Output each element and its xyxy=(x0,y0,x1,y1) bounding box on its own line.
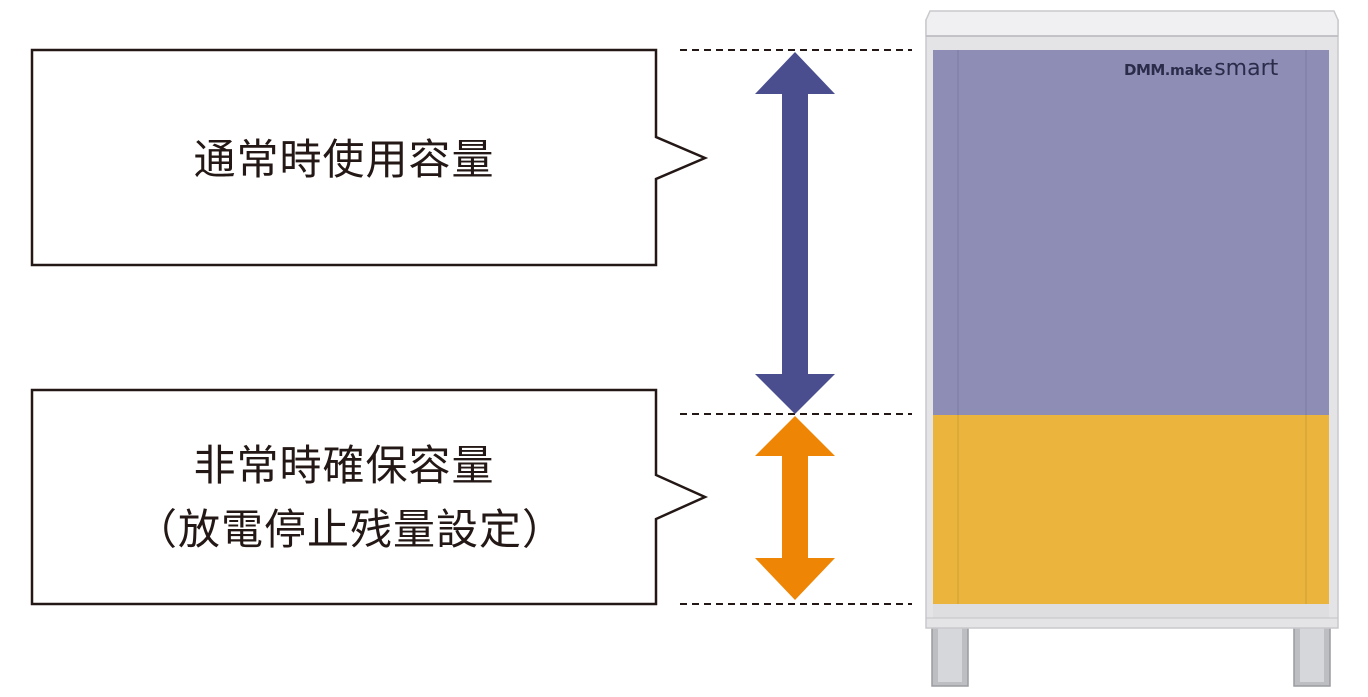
callout-box-emergency xyxy=(30,388,709,606)
brand-logo: DMM.make smart xyxy=(1124,56,1278,81)
callout-box-normal xyxy=(30,48,709,267)
discharge-stop-setting-label: （放電停止残量設定） xyxy=(134,505,565,554)
cabinet-panel-normal xyxy=(933,50,1329,415)
cabinet-panel-emergency xyxy=(933,415,1329,604)
cabinet-lid xyxy=(925,10,1339,37)
logo-make-text: .make xyxy=(1164,63,1213,79)
logo-dmm-text: DMM xyxy=(1124,61,1165,79)
logo-smart-text: smart xyxy=(1214,56,1279,81)
double-arrow-emergency xyxy=(755,416,835,600)
double-arrow-normal xyxy=(755,52,835,414)
normal-usage-capacity-label: 通常時使用容量 xyxy=(193,135,495,184)
battery-unit-image xyxy=(925,10,1339,687)
emergency-reserve-capacity-label: 非常時確保容量 xyxy=(193,441,495,490)
